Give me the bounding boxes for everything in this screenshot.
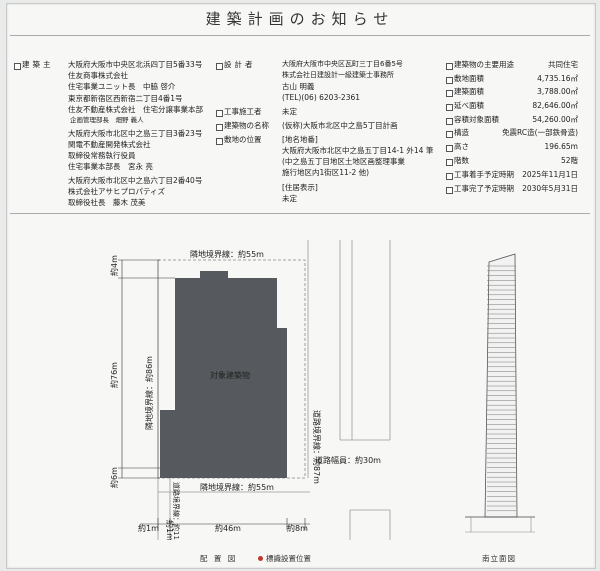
dim-mid-label: 約76m [109,362,119,388]
section-divider [10,213,590,214]
spec-label: 建築面積 [454,87,484,96]
dim-b3-label: 約8m [287,523,308,533]
spec-value: 196.65m [544,142,578,151]
building-name-value: (仮称)大阪市北区中之島5丁目計画 [282,121,398,130]
marker-icon [258,556,263,561]
dim-top-label: 約4m [109,255,119,276]
spec-label: 容積対象面積 [454,115,499,124]
tower-elevation [484,253,518,518]
designer-line-2: 株式会社日建設計一級建築士事務所 [282,71,394,79]
page-title: 建築計画のお知らせ [205,10,395,28]
spec-label: 構造 [454,128,469,137]
owner-line: 住宅事業本部長 宮永 亮 [68,162,153,171]
owner-line: 住友不動産株式会社 住宅分譲事業本部 [68,105,203,114]
contractor-checkbox-icon [216,110,223,117]
spec-label: 延べ面積 [454,101,484,110]
spec-checkbox-icon [446,131,453,138]
owner-line: 大阪府大阪市中央区北浜四丁目5番33号 [68,60,203,69]
site-line-6: 未定 [282,194,297,203]
site-line-1: [地名地番] [282,135,318,144]
owner-line: 株式会社アサヒプロパティズ [68,187,166,196]
spec-label: 建築物の主要用途 [454,60,514,69]
site-line-4: 施行地区内1街区11-2 他) [282,168,370,177]
spec-checkbox-icon [446,90,453,97]
spec-label: 工事着手予定時期 [454,170,514,179]
spec-label: 高さ [454,142,469,151]
owner-line: 取締役常務執行役員 [68,151,136,160]
spec-label: 階数 [454,156,469,165]
owner-line: 取締役社長 藤木 茂美 [68,198,146,207]
top-boundary-label: 隣地境界線：約55m [190,249,264,259]
site-plan-drawing: 隣地境界線：約55m 隣地境界線：約55m 対象建築物 道路幅員：約30m 隣地… [109,240,391,540]
spec-checkbox-icon [446,77,453,84]
dim-b2-label: 約46m [215,523,241,533]
building-label: 対象建築物 [210,370,250,380]
designer-line-4: (TEL)(06) 6203-2361 [282,93,361,102]
spec-value: 2025年11月1日 [522,170,578,179]
spec-checkbox-icon [446,104,453,111]
designer-line-3: 古山 明義 [282,82,315,91]
target-building [160,271,287,478]
site-label: 敷地の位置 [224,135,262,144]
spec-value: 3,788.00㎡ [537,87,578,96]
owner-line: 住宅事業ユニット長 中脇 啓介 [68,82,176,91]
dim-bottom-label: 約6m [109,467,119,488]
tower-floor-lines [487,265,516,512]
contractor-value: 未定 [282,107,297,116]
road-width-label: 道路幅員：約30m [315,455,381,465]
owner-line: 東京都新宿区西新宿二丁目4番1号 [68,94,183,103]
dim-b4-label: 約1m [165,520,175,540]
site-line-3: (中之島五丁目地区土地区画整理事業 [282,157,405,166]
designer-label: 設計者 [224,60,256,69]
south-elevation-drawing [465,253,535,533]
spec-checkbox-icon [446,118,453,125]
owner-line: 関電不動産開発株式会社 [68,140,151,149]
spec-value: 54,260.00㎡ [532,115,578,124]
site-line-2: 大阪府大阪市北区中之島五丁目14-1 外14 筆 [282,146,434,155]
spec-value: 共同住宅 [548,60,578,69]
site-line-5: [住居表示] [282,183,318,192]
plan-caption: 配 置 図 [200,554,238,563]
spec-value: 免震RC造(一部鉄骨造) [502,128,578,137]
building-name-label: 建築物の名称 [224,121,269,130]
spec-label: 敷地面積 [454,74,484,83]
right-boundary-label: 道路境界線：約87m [312,410,322,484]
contractor-label: 工事施工者 [224,107,262,116]
owner-checkbox-icon [14,63,21,70]
spec-label: 工事完了予定時期 [454,184,514,193]
left-boundary-label: 隣地境界線：約86m [144,356,154,430]
spec-value: 2030年5月31日 [522,184,578,193]
dim-b1-label: 約1m [138,523,159,533]
owner-line: 企画管理部長 畑野 義人 [70,116,144,124]
owner-label: 建築主 [22,60,54,69]
owner-line: 大阪府大阪市北区中之島三丁目3番23号 [68,129,203,138]
spec-checkbox-icon [446,173,453,180]
owner-line: 大阪府大阪市北区中之島六丁目2番40号 [68,176,203,185]
spec-value: 52階 [560,156,578,165]
spec-value: 4,735.16㎡ [537,74,578,83]
designer-checkbox-icon [216,63,223,70]
spec-checkbox-icon [446,145,453,152]
site-boundary [158,259,306,479]
spec-checkbox-icon [446,159,453,166]
legend-caption: 標識設置位置 [266,554,311,563]
left-road-label: 道路境界線：約11m [172,482,181,540]
elevation-caption: 南立面図 [482,554,516,563]
site-checkbox-icon [216,138,223,145]
owner-line: 住友商事株式会社 [68,71,128,80]
building-name-checkbox-icon [216,124,223,131]
spec-checkbox-icon [446,187,453,194]
designer-line-1: 大阪府大阪市中央区瓦町三丁目6番5号 [282,60,403,68]
spec-checkbox-icon [446,63,453,70]
spec-value: 82,646.00㎡ [532,101,578,110]
title-divider [10,35,590,36]
bottom-boundary-label: 隣地境界線：約55m [200,482,274,492]
